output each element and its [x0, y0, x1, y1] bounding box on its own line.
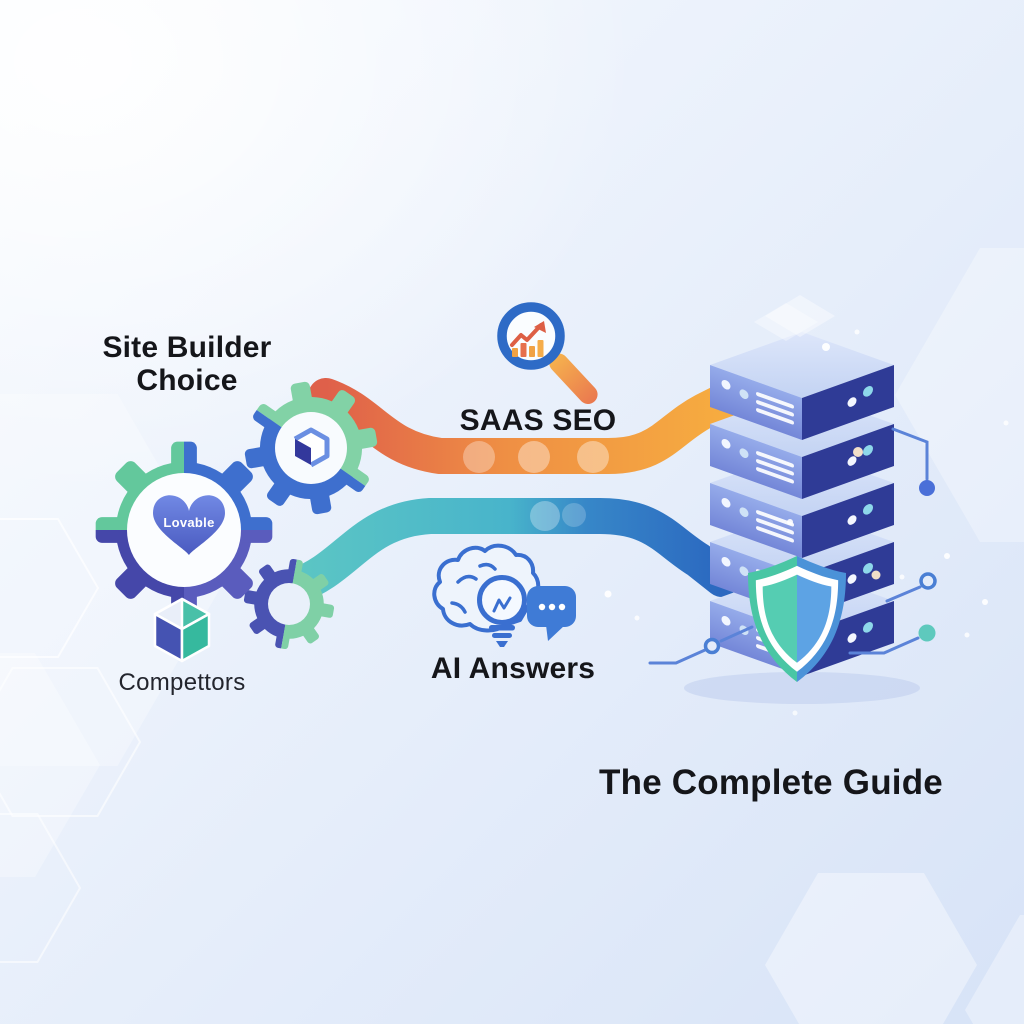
- saas-seo-label: SAAS SEO: [459, 404, 617, 437]
- page-title: The Complete Guide: [599, 763, 943, 802]
- node-ring: [919, 572, 937, 590]
- server-stack-icon: [684, 295, 920, 704]
- lovable-badge: Lovable: [163, 515, 215, 530]
- circuit-traces: [648, 427, 929, 665]
- deco-diamond: [765, 295, 835, 337]
- lightbulb-icon: [477, 575, 527, 625]
- circuit-nodes: [703, 480, 937, 655]
- node-ring-left: [703, 637, 721, 655]
- ribbon-teal-blue: [278, 498, 740, 604]
- magnifier-handle: [549, 353, 598, 404]
- gear-large: [95, 441, 273, 619]
- growth-bars-icon: [512, 340, 544, 357]
- node-filled-teal: [918, 624, 936, 642]
- sparkle-dots: [604, 329, 1009, 716]
- gear-top: [218, 355, 404, 541]
- chat-bubble-icon: [527, 586, 576, 641]
- gear-small: [236, 551, 342, 657]
- site-builder-choice-label: Site Builder Choice: [102, 331, 272, 397]
- growth-arrow-icon: [510, 323, 543, 347]
- seo-magnifier-icon: [497, 302, 598, 404]
- deco-diamond-small: [754, 303, 818, 341]
- competitors-cube-icon: [153, 597, 211, 663]
- build-cube-logo: [293, 427, 330, 468]
- ai-answers-icon: [432, 543, 576, 647]
- lovable-heart-icon: [153, 495, 225, 555]
- ribbon-orange: [308, 378, 742, 474]
- competitors-label: Compettors: [118, 669, 246, 696]
- node-filled-blue: [919, 480, 935, 496]
- flow-ribbons: [278, 378, 742, 604]
- ai-answers-label: AI Answers: [430, 652, 596, 685]
